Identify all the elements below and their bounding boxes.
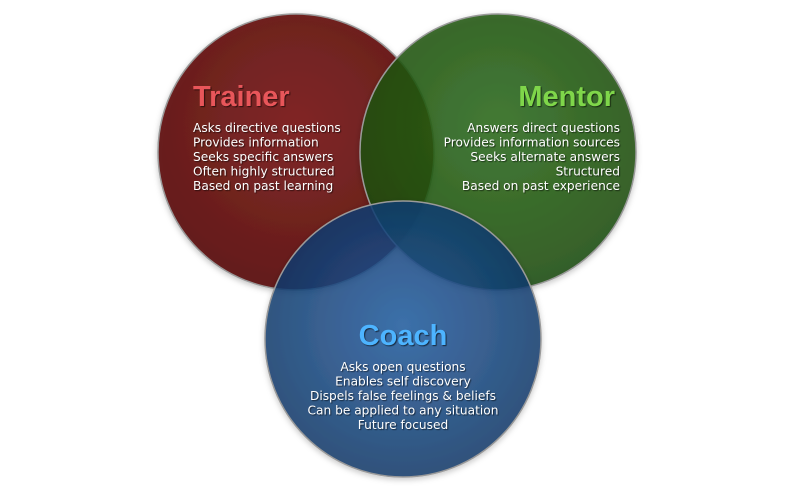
trainer-label-group: Trainer Asks directive questions Provide… — [193, 81, 341, 193]
coach-line-2: Enables self discovery — [335, 375, 471, 389]
coach-title: Coach — [359, 320, 448, 352]
trainer-title: Trainer — [193, 81, 290, 113]
mentor-line-5: Based on past experience — [462, 179, 620, 193]
mentor-line-1: Answers direct questions — [467, 121, 620, 135]
trainer-line-5: Based on past learning — [193, 179, 333, 193]
mentor-label-group: Mentor Answers direct questions Provides… — [444, 81, 620, 193]
coach-circle — [264, 200, 542, 478]
coach-label-group: Coach Asks open questions Enables self d… — [308, 320, 499, 432]
coach-line-5: Future focused — [358, 418, 448, 432]
trainer-line-1: Asks directive questions — [193, 121, 341, 135]
coach-line-1: Asks open questions — [340, 360, 465, 374]
coach-line-4: Can be applied to any situation — [308, 404, 499, 418]
mentor-line-2: Provides information sources — [444, 136, 620, 150]
mentor-title: Mentor — [518, 81, 615, 113]
trainer-line-3: Seeks specific answers — [193, 150, 333, 164]
trainer-line-2: Provides information — [193, 136, 319, 150]
mentor-line-3: Seeks alternate answers — [470, 150, 620, 164]
trainer-line-4: Often highly structured — [193, 165, 335, 179]
coach-line-3: Dispels false feelings & beliefs — [310, 389, 496, 403]
mentor-line-4: Structured — [556, 165, 620, 179]
